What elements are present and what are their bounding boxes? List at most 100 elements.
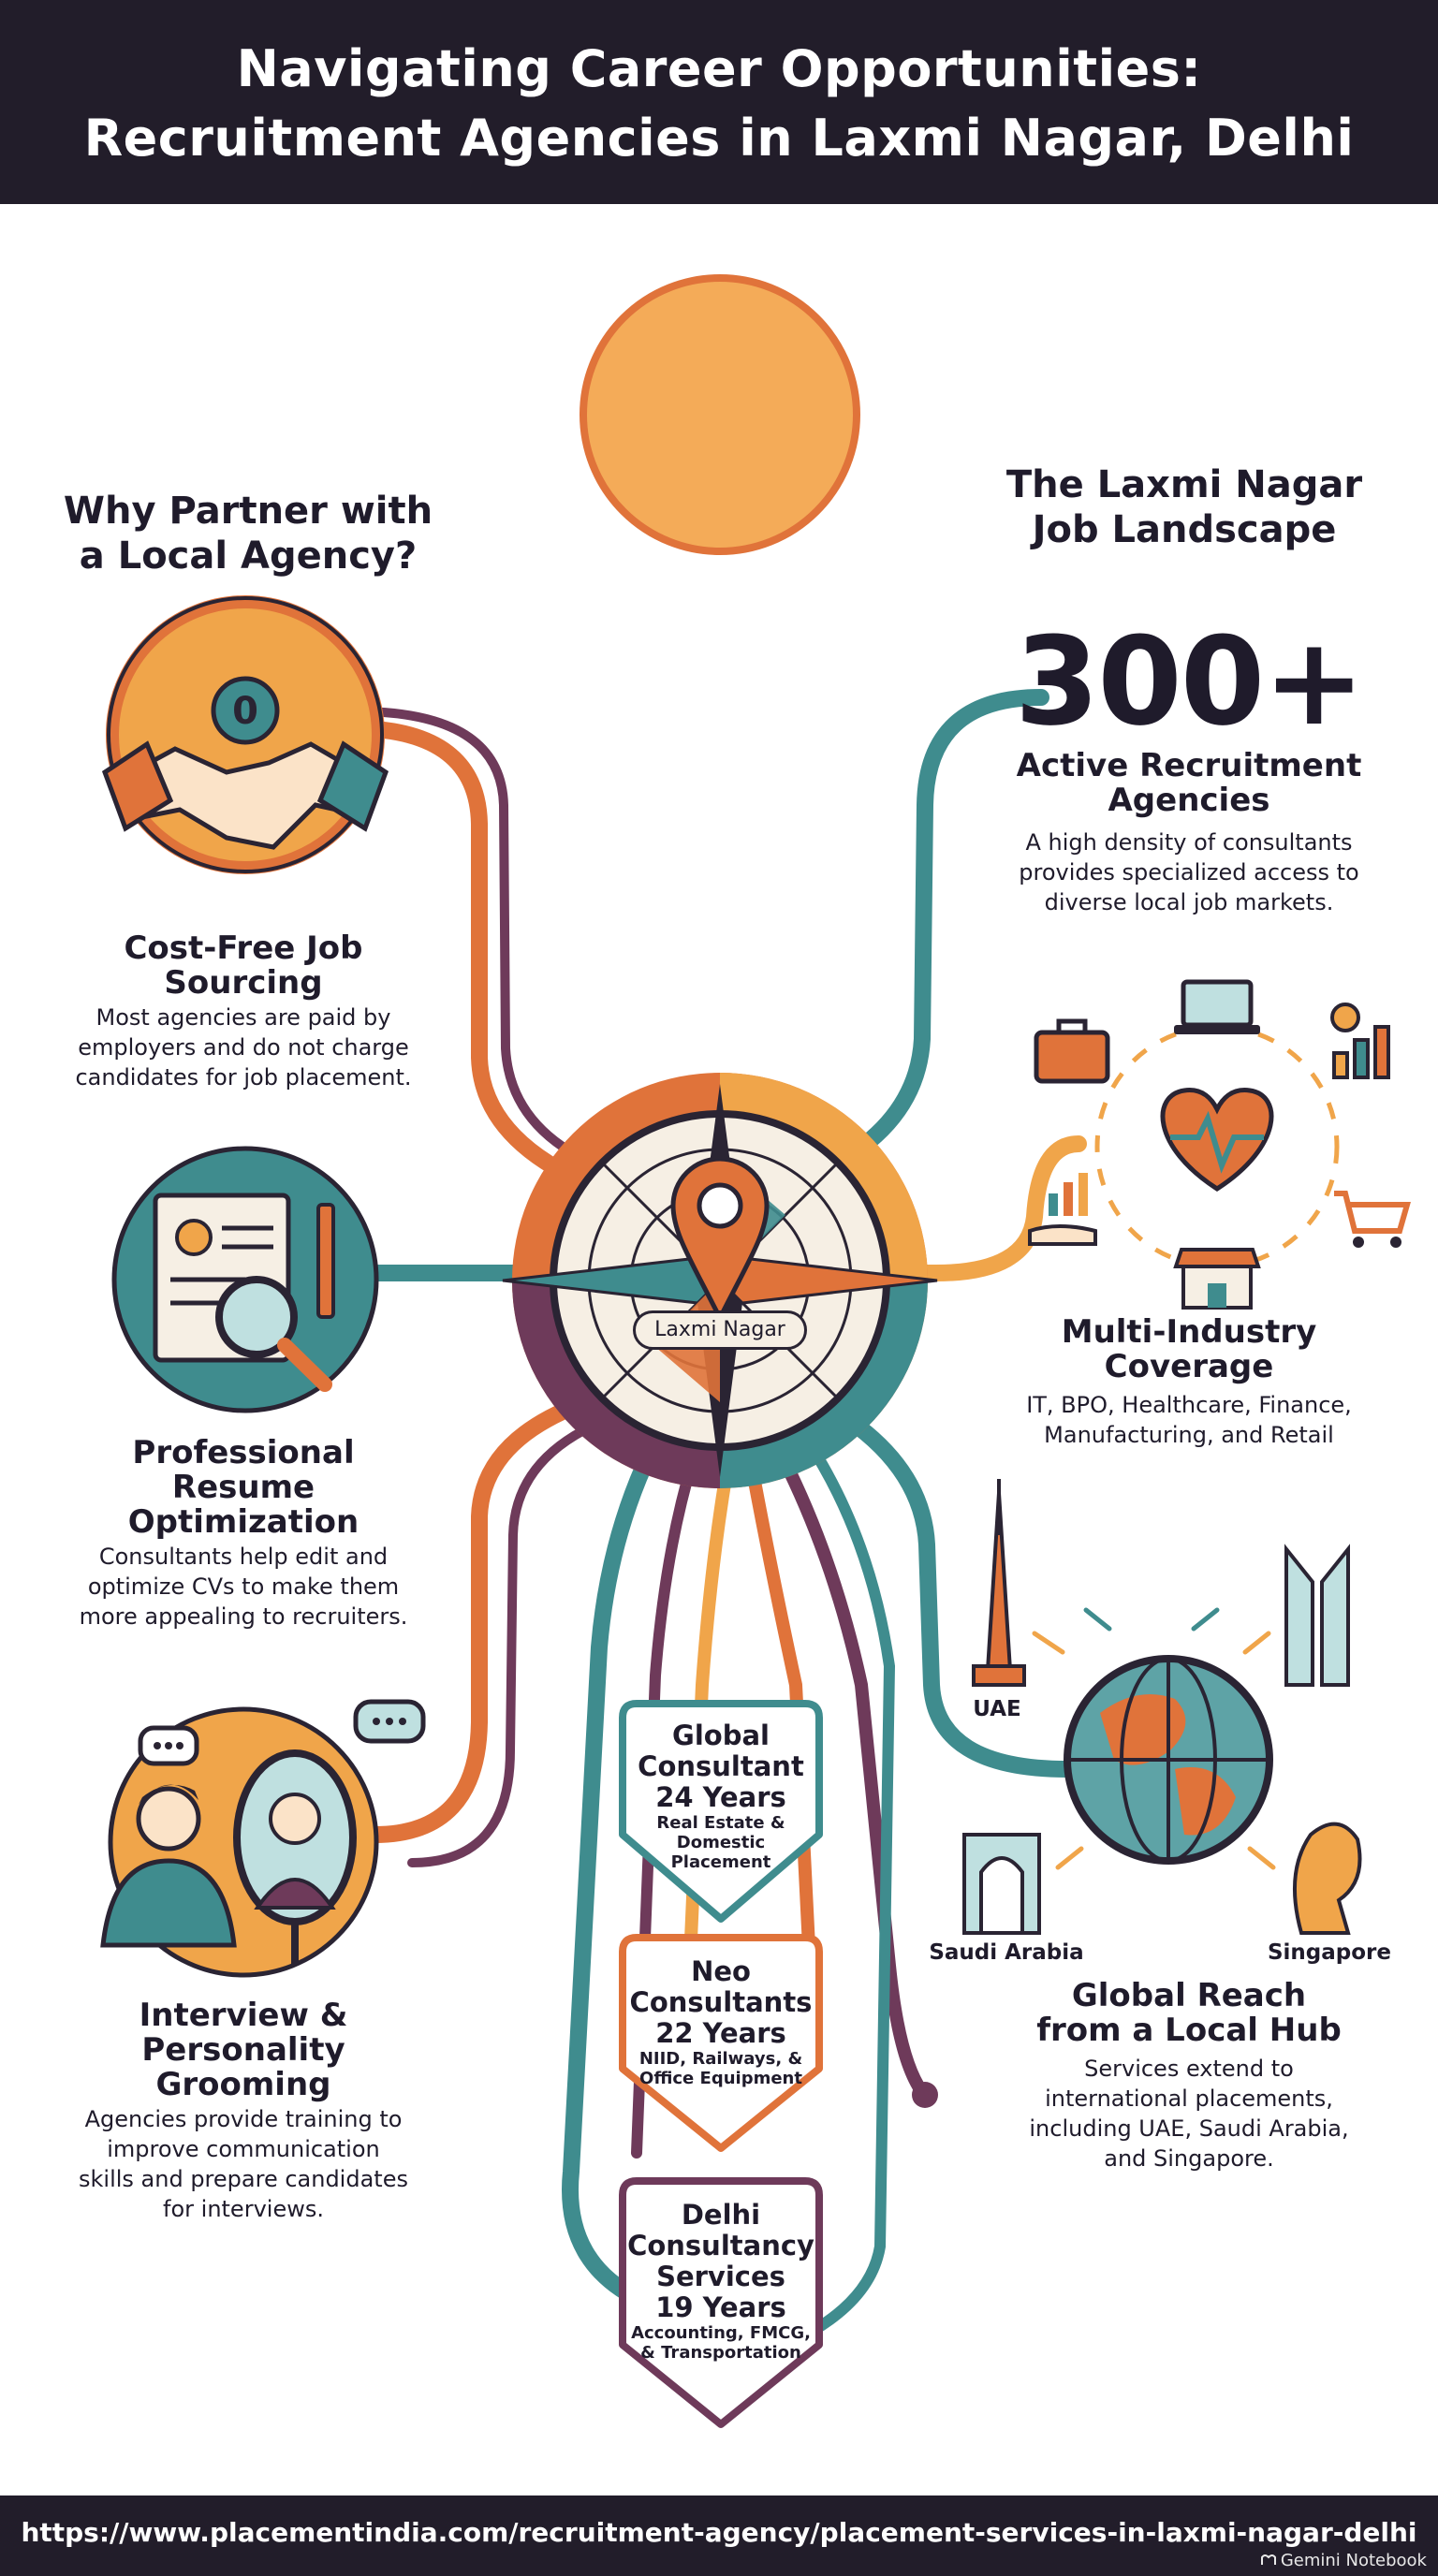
resume-title-line-1: Professional: [132, 1434, 355, 1471]
multi-industry-description: IT, BPO, Healthcare, Finance, Manufactur…: [974, 1390, 1404, 1450]
card-2-years: 22 Years: [655, 2017, 786, 2049]
merlion-icon: [1292, 1822, 1362, 1935]
interview-title-line-3: Grooming: [155, 2066, 331, 2103]
consultant-card-delhi: Delhi Consultancy Services 19 Years Acco…: [627, 2200, 814, 2364]
active-agencies-description: A high density of consultants provides s…: [974, 827, 1404, 917]
global-reach-desc-line-4: and Singapore.: [1104, 2145, 1274, 2172]
interview-title: Interview & Personality Grooming: [37, 1998, 449, 2102]
card-2-focus-line-1: NIID, Railways, &: [638, 2049, 803, 2069]
industry-cluster: [1028, 979, 1411, 1310]
resume-description: Consultants help edit and optimize CVs t…: [37, 1542, 449, 1632]
global-cluster: [962, 1479, 1362, 1935]
active-agencies-desc-line-3: diverse local job markets.: [1044, 889, 1334, 915]
multi-industry-title-line-2: Coverage: [1104, 1348, 1274, 1385]
globe-icon: [1064, 1655, 1273, 1865]
compass-label: Laxmi Nagar: [633, 1310, 807, 1350]
multi-industry-desc-line-1: IT, BPO, Healthcare, Finance,: [1026, 1392, 1352, 1418]
cost-free-desc-line-3: candidates for job placement.: [75, 1064, 412, 1090]
consultant-card-global: Global Consultant 24 Years Real Estate &…: [627, 1720, 814, 1873]
card-2-name-line-2: Consultants: [629, 1986, 813, 2018]
active-agencies-desc-line-1: A high density of consultants: [1025, 829, 1353, 856]
credit-text: Gemini Notebook: [1280, 2551, 1427, 2570]
interview-desc-line-1: Agencies provide training to: [84, 2106, 403, 2132]
interview-title-line-2: Personality: [141, 2031, 345, 2069]
resume-magnifier-icon: [111, 1146, 379, 1413]
card-2-shape: [619, 1934, 823, 2152]
card-3-name-line-3: Services: [656, 2261, 785, 2292]
global-reach-desc-line-3: including UAE, Saudi Arabia,: [1029, 2115, 1349, 2142]
global-reach-desc-line-1: Services extend to: [1084, 2056, 1294, 2082]
skyscrapers-icon: [1284, 1544, 1350, 1687]
cost-free-desc-line-1: Most agencies are paid by: [95, 1004, 391, 1031]
city-label-uae: UAE: [973, 1697, 1021, 1721]
card-1-name-line-2: Consultant: [638, 1750, 804, 1782]
arch-gate-icon: [962, 1833, 1041, 1935]
page-header: Navigating Career Opportunities: Recruit…: [0, 0, 1438, 204]
multi-industry-title-line-1: Multi-Industry: [1061, 1313, 1317, 1351]
heart-icon: [1160, 1088, 1274, 1192]
interview-mirror-icon: [100, 1699, 426, 1978]
left-section-title: Why Partner with a Local Agency?: [37, 489, 459, 578]
resume-title: Professional Resume Optimization: [37, 1436, 449, 1540]
storefront-icon: [1173, 1248, 1261, 1310]
burj-khalifa-icon: [972, 1479, 1026, 1687]
connector-interview-orange: [366, 1396, 589, 1843]
resume-title-line-2: Resume: [171, 1469, 315, 1506]
compass: [502, 1073, 938, 1488]
page-footer: https://www.placementindia.com/recruitme…: [0, 2496, 1438, 2576]
multi-industry-block: Multi-Industry Coverage IT, BPO, Healthc…: [974, 1315, 1404, 1450]
cart-icon: [1334, 1191, 1411, 1248]
consultant-card-neo: Neo Consultants 22 Years NIID, Railways,…: [627, 1956, 814, 2089]
interview-title-line-1: Interview &: [139, 1997, 348, 2034]
interview-desc-line-3: skills and prepare candidates: [79, 2166, 408, 2192]
cost-free-title-line-2: Sourcing: [164, 964, 323, 1002]
right-section-title-line-2: Job Landscape: [1032, 508, 1337, 551]
svg-text:0: 0: [232, 690, 258, 733]
connector-interview-plum: [407, 1418, 604, 1867]
global-reach-description: Services extend to international placeme…: [974, 2054, 1404, 2174]
source-url-link[interactable]: https://www.placementindia.com/recruitme…: [21, 2517, 1417, 2548]
briefcase-icon: [1034, 1018, 1110, 1084]
card-1-focus-line-1: Real Estate &: [656, 1813, 785, 1833]
interview-grooming-block: Interview & Personality Grooming Agencie…: [37, 1998, 449, 2224]
credit-badge: Gemini Notebook: [1260, 2551, 1427, 2570]
connector-lines: [329, 689, 1087, 2346]
active-agencies-block: Active Recruitment Agencies A high densi…: [974, 749, 1404, 917]
stream-plum-right: [770, 1440, 929, 2099]
card-1-focus-line-3: Placement: [670, 1852, 771, 1872]
cost-free-description: Most agencies are paid by employers and …: [37, 1003, 449, 1092]
resume-desc-line-2: optimize CVs to make them: [87, 1573, 400, 1600]
card-3-name-line-2: Consultancy: [627, 2230, 814, 2261]
card-3-shape: [619, 2177, 823, 2428]
left-section-title-line-2: a Local Agency?: [79, 534, 418, 578]
notebook-icon: [1260, 2551, 1276, 2570]
connector-global-teal: [815, 1396, 1076, 1778]
card-3-focus-line-2: & Transportation: [640, 2343, 801, 2363]
global-reach-title: Global Reach from a Local Hub: [974, 1979, 1404, 2048]
right-section-title-line-1: The Laxmi Nagar: [1005, 463, 1363, 506]
stream-teal-right: [790, 1431, 896, 2346]
laptop-icon: [1174, 979, 1260, 1034]
card-2-focus-line-2: Office Equipment: [639, 2069, 802, 2088]
connector-stat-teal: [815, 689, 1049, 1178]
cost-free-title-line-1: Cost-Free Job: [124, 929, 363, 967]
hand-chart-icon: [1028, 1173, 1097, 1246]
left-section-title-line-1: Why Partner with: [63, 490, 433, 533]
global-reach-title-line-2: from a Local Hub: [1036, 2012, 1342, 2049]
active-agencies-title-line-1: Active Recruitment: [1016, 747, 1362, 784]
interview-desc-line-4: for interviews.: [163, 2196, 324, 2222]
chart-growth-icon: [1330, 1003, 1390, 1079]
agency-count-stat: 300+: [1014, 610, 1365, 753]
global-reach-desc-line-2: international placements,: [1045, 2086, 1333, 2112]
connector-cost-orange: [347, 720, 608, 1197]
connector-cost-plum: [351, 707, 613, 1175]
active-agencies-desc-line-2: provides specialized access to: [1019, 859, 1359, 886]
stream-plum-left: [631, 1455, 698, 2159]
consultancy-card-shapes: [619, 1700, 823, 2428]
resume-desc-line-1: Consultants help edit and: [98, 1544, 389, 1570]
global-reach-block: Global Reach from a Local Hub Services e…: [974, 1979, 1404, 2174]
active-agencies-title: Active Recruitment Agencies: [974, 749, 1404, 818]
page-title-line-2: Recruitment Agencies in Laxmi Nagar, Del…: [83, 109, 1355, 168]
connector-industry-amber: [890, 1135, 1087, 1281]
